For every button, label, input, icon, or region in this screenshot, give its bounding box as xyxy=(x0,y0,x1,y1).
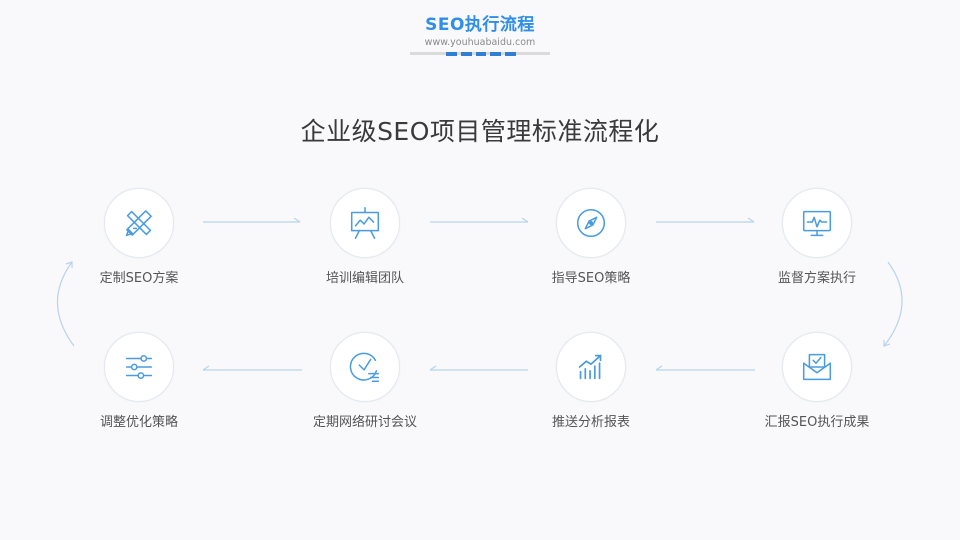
step-2-circle xyxy=(330,188,400,258)
bar-chart-icon xyxy=(578,354,602,380)
sliders-icon xyxy=(125,355,153,379)
step-1-circle xyxy=(104,188,174,258)
step-5: 汇报SEO执行成果 xyxy=(747,332,887,432)
step-7-label: 定期网络研讨会议 xyxy=(312,415,417,430)
compass-icon xyxy=(576,208,606,238)
monitor-pulse-icon xyxy=(802,210,832,237)
step-5-label: 汇报SEO执行成果 xyxy=(764,415,870,430)
header-url: www.youhuabaidu.com xyxy=(424,37,536,48)
envelope-check-icon xyxy=(802,353,832,381)
header-accent-dashes xyxy=(446,52,516,56)
main-title: 企业级SEO项目管理标准流程化 xyxy=(300,117,660,146)
header-title: SEO执行流程 xyxy=(425,15,535,35)
step-1: 定制SEO方案 xyxy=(69,188,209,288)
step-2-label: 培训编辑团队 xyxy=(325,271,404,286)
step-2: 培训编辑团队 xyxy=(295,188,435,288)
step-5-circle xyxy=(782,332,852,402)
step-6-circle xyxy=(556,332,626,402)
step-8: 调整优化策略 xyxy=(69,332,209,432)
step-3-label: 指导SEO策略 xyxy=(551,271,631,286)
step-3-circle xyxy=(556,188,626,258)
step-4: 监督方案执行 xyxy=(747,188,887,288)
step-8-circle xyxy=(104,332,174,402)
step-7-circle xyxy=(330,332,400,402)
ruler-pencil-icon xyxy=(125,210,152,237)
step-4-circle xyxy=(782,188,852,258)
step-7: 定期网络研讨会议 xyxy=(295,332,435,432)
step-3: 指导SEO策略 xyxy=(521,188,661,288)
step-8-label: 调整优化策略 xyxy=(99,415,178,430)
step-4-label: 监督方案执行 xyxy=(777,271,856,286)
step-6-label: 推送分析报表 xyxy=(551,415,630,430)
header: SEO执行流程 www.youhuabaidu.com xyxy=(0,14,960,49)
presentation-board-icon xyxy=(350,207,380,239)
step-6: 推送分析报表 xyxy=(521,332,661,432)
step-1-label: 定制SEO方案 xyxy=(99,271,179,286)
clock-icon xyxy=(349,352,380,383)
